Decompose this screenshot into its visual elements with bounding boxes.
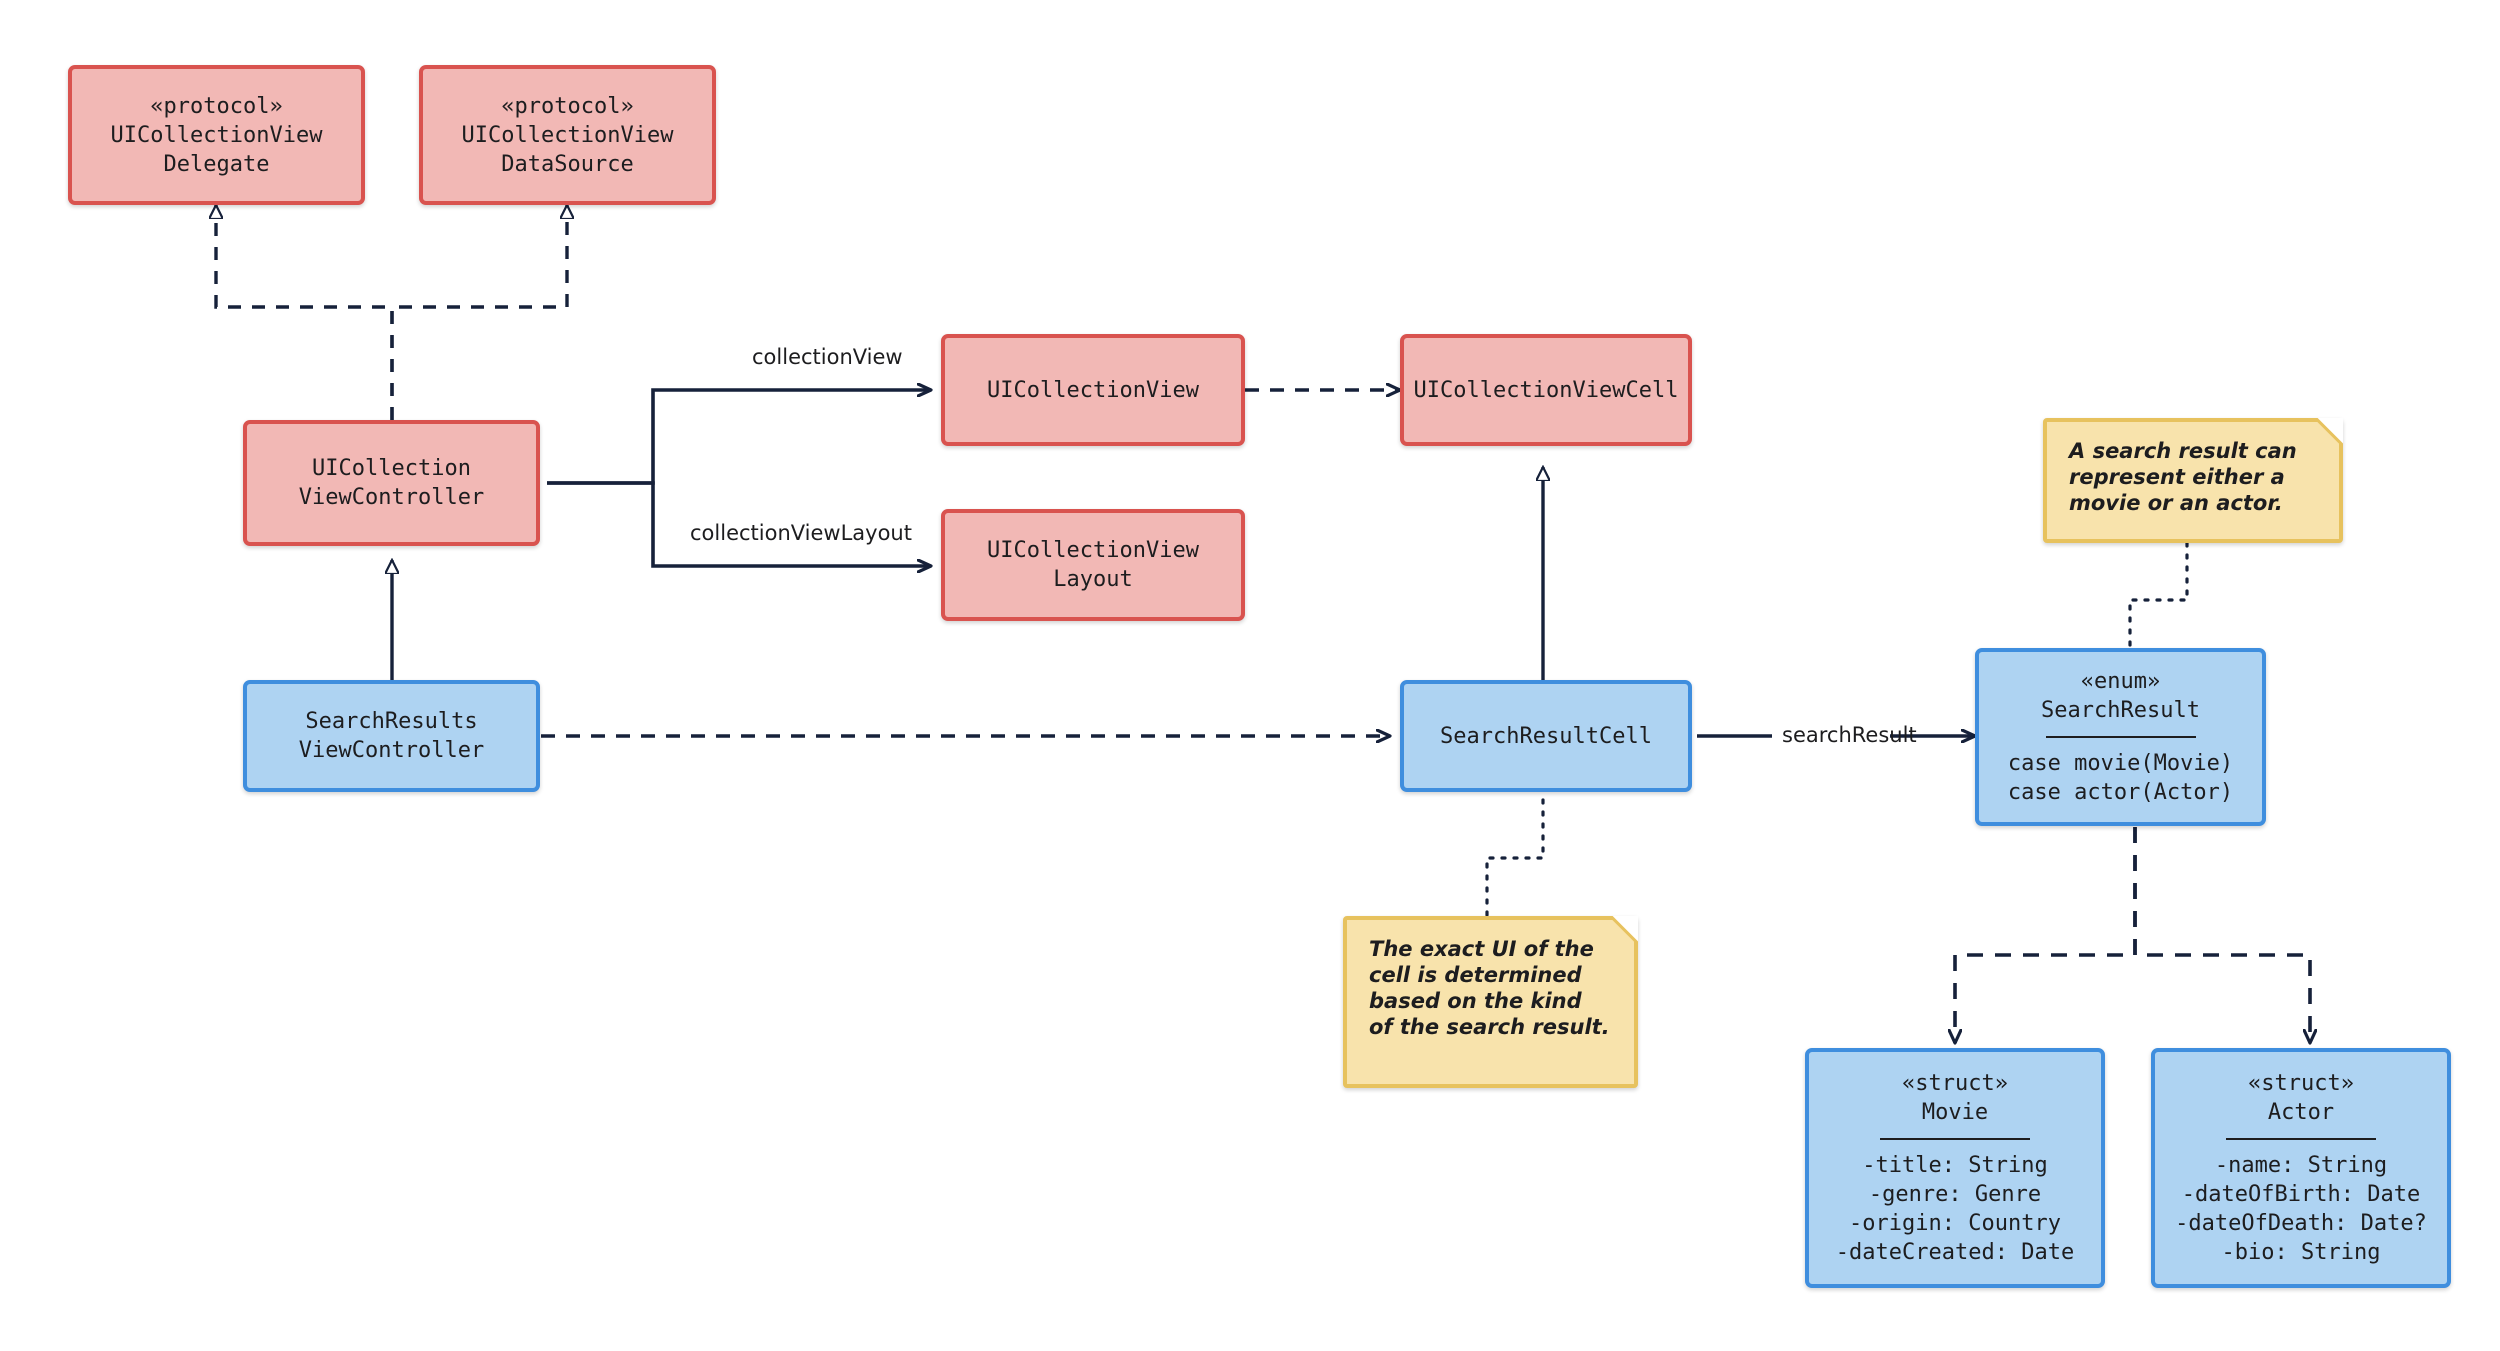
note-link-searchresult xyxy=(2128,541,2189,657)
edge-label-collectionview: collectionView xyxy=(752,345,903,369)
node-uicollectionviewcell[interactable]: UICollectionViewCell xyxy=(1400,334,1692,446)
node-searchresult-enum[interactable]: «enum» SearchResult case movie(Movie) ca… xyxy=(1975,648,2266,826)
edge-controller-to-collectionview xyxy=(547,390,931,485)
enum-name: SearchResult xyxy=(2041,698,2200,723)
node-searchresultcell[interactable]: SearchResultCell xyxy=(1400,680,1692,792)
note-text: A search result can represent either a m… xyxy=(2069,439,2297,515)
field-origin: -origin: Country xyxy=(1849,1211,2061,1236)
stereotype-label: «enum» xyxy=(2080,669,2161,694)
node-movie-struct[interactable]: «struct» Movie -title: String -genre: Ge… xyxy=(1805,1048,2105,1288)
note-fold-line-icon xyxy=(1608,916,1638,946)
field-dateofbirth: -dateOfBirth: Date xyxy=(2181,1182,2421,1207)
class-name-line-2: DataSource xyxy=(501,151,634,177)
note-link-cellui xyxy=(1485,798,1545,918)
enum-case-actor: case actor(Actor) xyxy=(2007,780,2234,805)
stereotype-label: «struct» xyxy=(2248,1071,2354,1096)
member-divider xyxy=(2226,1138,2376,1140)
field-datecreated: -dateCreated: Date xyxy=(1835,1240,2075,1265)
edge-controller-realizes-delegate xyxy=(216,205,394,420)
stereotype-label: «protocol» xyxy=(501,93,634,119)
class-name-line-1: UICollectionView xyxy=(110,122,323,148)
field-title: -title: String xyxy=(1862,1153,2048,1178)
member-divider xyxy=(2045,736,2196,738)
field-bio: -bio: String xyxy=(2221,1240,2381,1265)
class-name-line-1: UICollectionViewCell xyxy=(1413,377,1679,403)
class-name-line-1: SearchResults xyxy=(305,709,478,734)
class-name-line-1: SearchResultCell xyxy=(1440,723,1652,749)
note-text: The exact UI of the cell is determined b… xyxy=(1369,937,1610,1039)
edge-searchresult-to-movie xyxy=(1955,827,2137,1043)
node-actor-struct[interactable]: «struct» Actor -name: String -dateOfBirt… xyxy=(2151,1048,2451,1288)
stereotype-label: «struct» xyxy=(1902,1071,2008,1096)
note-fold-line-icon xyxy=(2313,418,2343,448)
class-name-line-2: Delegate xyxy=(163,151,270,177)
note-search-result-meaning[interactable]: A search result can represent either a m… xyxy=(2043,418,2343,543)
stereotype-label: «protocol» xyxy=(150,93,283,119)
node-uicollectionview[interactable]: UICollectionView xyxy=(941,334,1245,446)
field-name: -name: String xyxy=(2214,1153,2388,1178)
edge-searchresult-to-actor xyxy=(2133,827,2310,1043)
struct-name: Actor xyxy=(2267,1100,2335,1125)
class-name-line-2: ViewController xyxy=(298,485,485,510)
class-name-line-1: UICollectionView xyxy=(461,122,674,148)
class-name-line-2: Layout xyxy=(1053,567,1133,592)
node-uicollectionviewlayout[interactable]: UICollectionView Layout xyxy=(941,509,1245,621)
class-name-line-2: ViewController xyxy=(298,738,485,763)
edge-label-collectionviewlayout: collectionViewLayout xyxy=(690,521,912,545)
member-divider xyxy=(1880,1138,2030,1140)
class-name-line-1: UICollection xyxy=(312,456,471,481)
node-uicollectionviewdatasource[interactable]: «protocol» UICollectionView DataSource xyxy=(419,65,716,205)
note-cell-ui-determination[interactable]: The exact UI of the cell is determined b… xyxy=(1343,916,1638,1088)
node-searchresultsviewcontroller[interactable]: SearchResults ViewController xyxy=(243,680,540,792)
struct-name: Movie xyxy=(1921,1100,1989,1125)
field-dateofdeath: -dateOfDeath: Date? xyxy=(2175,1211,2427,1236)
enum-case-movie: case movie(Movie) xyxy=(2007,751,2234,776)
field-genre: -genre: Genre xyxy=(1868,1182,2042,1207)
edge-label-searchresult: searchResult xyxy=(1782,723,1917,747)
edge-controller-realizes-datasource xyxy=(390,205,567,420)
node-uicollectionviewdelegate[interactable]: «protocol» UICollectionView Delegate xyxy=(68,65,365,205)
class-name-line-1: UICollectionView xyxy=(987,538,1199,563)
class-name-line-1: UICollectionView xyxy=(987,377,1199,403)
node-uicollectionviewcontroller[interactable]: UICollection ViewController xyxy=(243,420,540,546)
